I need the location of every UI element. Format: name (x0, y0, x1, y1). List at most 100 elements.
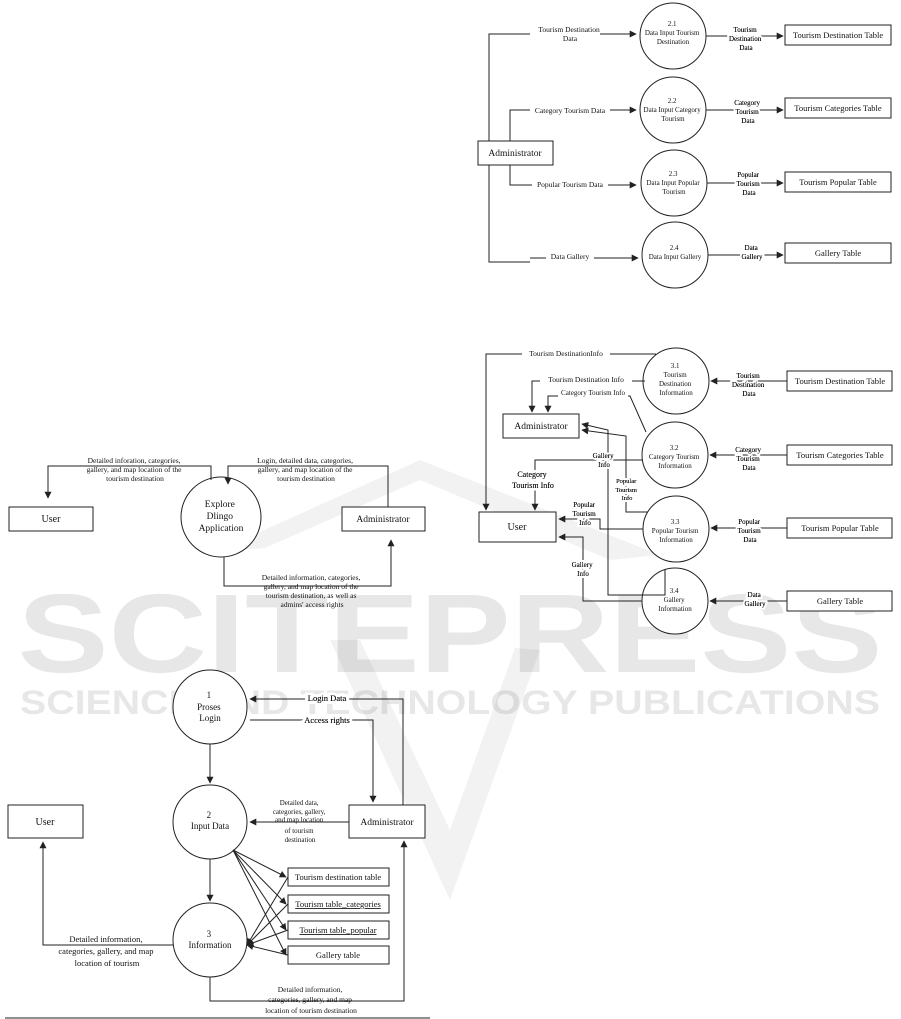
flow-admin-to-process (224, 465, 389, 507)
entity-user-l2b (478, 511, 557, 543)
flow-to-user-label: Detailed inforation, categories, gallery… (87, 456, 184, 483)
flow-popular-admin-label: Popular Tourism Info (615, 478, 638, 502)
process-explore-label: Explore Dlingo Application (199, 500, 244, 534)
output-flow-1-text: Tourism Destination Data (729, 26, 763, 52)
process-2-3-label: 2.3 Data Input Popular Tourism (646, 170, 701, 196)
flow-p3-to-admin (209, 840, 408, 1002)
process-2-2-label: 2.2 Data Input Category Tourism (644, 97, 703, 123)
admin-trunk-top (488, 33, 530, 141)
flow-gallery-admin-text: Gallery Info (593, 452, 616, 469)
store-3-1-flow-text: Tourism Destination Data (732, 372, 766, 398)
process-1-label: 1 Proses Login (197, 690, 223, 723)
flow-p2-to-store-2 (232, 849, 287, 905)
flow-3-3-to-user-label: Popular Tourism Info (573, 501, 598, 527)
entity-user-label: User (42, 514, 62, 525)
flow-3-3-to-user (558, 515, 643, 530)
entity-administrator (341, 506, 426, 532)
store-2-3-label: Tourism Popular Table (799, 177, 877, 187)
store-3-3-label: Tourism Popular Table (801, 523, 879, 533)
entity-administrator-l1-label: Administrator (360, 818, 414, 828)
flow-3-3-to-admin (581, 427, 648, 513)
flow-access-rights (250, 719, 377, 803)
store-2-1 (784, 24, 892, 46)
store-gallery-label: Gallery table (316, 950, 360, 960)
flow-store-4-to-p3 (246, 943, 289, 956)
entity-user-l1 (7, 804, 84, 839)
flow-login-data-label: Login Data (308, 693, 347, 703)
flow-access-rights-text: Access rights (304, 715, 350, 725)
flow-3-1-to-admin-mask (540, 374, 632, 384)
flow-3-2-to-admin-label: Category Tourism Info (561, 389, 625, 397)
flow-3-1-to-user-mask (522, 348, 610, 358)
flow-store-3-to-p3 (246, 929, 289, 947)
flow-store-1-to-p3 (246, 876, 289, 946)
flow-p2-to-store-4 (232, 849, 287, 956)
store-2-2 (784, 97, 892, 119)
store-2-1-label: Tourism Destination Table (793, 30, 883, 40)
process-3-3-label: 3.3 Popular Tourism Information (652, 518, 700, 544)
process-3-2-label: 3.2 Category Tourism Information (649, 444, 701, 470)
input-flow-4-label: Data Gallery (551, 252, 590, 261)
input-flow-3-label: Popular Tourism Data (537, 180, 604, 189)
process-explore-dlingo (180, 476, 262, 558)
flow-p2-to-store-1 (232, 849, 287, 878)
input-flow-3-mask (532, 180, 608, 190)
flow-3-2-to-user-text: Category Tourism Info (512, 470, 554, 490)
output-flow-3-label: Popular Tourism Data (737, 171, 762, 197)
process-3-2 (641, 421, 709, 489)
watermark: SCITEPRESS SCIENCE AND TECHNOLOGY PUBLIC… (18, 460, 883, 900)
store-2-2-label: Tourism Categories Table (794, 103, 882, 113)
entity-administrator-l2a (477, 140, 554, 166)
input-flow-2-mask (530, 105, 610, 115)
process-3-label: 3 Information (189, 929, 232, 950)
flow-process-to-user (44, 465, 212, 499)
flow-from-admin-label: Login, detailed data, categories, galler… (257, 456, 355, 483)
watermark-tagline: SCIENCE AND TECHNOLOGY PUBLICATIONS (20, 684, 880, 722)
flow-3-4-to-user-label: Gallery Info (572, 561, 595, 578)
output-flow-3-text: Popular Tourism Data (737, 171, 762, 197)
flow-3-4-to-user (558, 533, 642, 602)
flow-3-1-to-admin-label: Tourism Destination Info (548, 375, 624, 384)
output-flow-2-label: Category Tourism Data (734, 99, 761, 125)
flow-popular-admin-text: Popular Tourism Info (615, 478, 638, 502)
process-3-1-label: 3.1 Tourism Destination Information (659, 362, 693, 397)
store-3-4-label: Gallery Table (817, 596, 863, 606)
entity-administrator-l2b-label: Administrator (514, 422, 568, 432)
flow-3-1-to-user-label: Tourism DestinationInfo (529, 349, 603, 358)
output-flow-4-label: Data Gallery (742, 244, 763, 261)
input-flow-4-mask (546, 252, 594, 262)
entity-user-l1-label: User (36, 817, 56, 828)
store-2-4 (784, 242, 892, 264)
entity-user (8, 506, 94, 532)
level1-diagram: 1 Proses Login 2 Input Data 3 Informatio… (5, 669, 430, 1019)
store-tourism-popular-label: Tourism table_popular (299, 925, 376, 935)
process-2-1-label: 2.1 Data Input Tourism Destination (645, 20, 701, 46)
context-diagram: Explore Dlingo Application User Administ… (8, 456, 426, 609)
process-3-4-label: 3.4 Gallery Information (658, 587, 692, 613)
flow-gallery-admin-label: Gallery Info (593, 452, 616, 469)
level2-info-diagram: Administrator User 3.1 Tourism Destinati… (478, 347, 893, 635)
flow-p3-to-user (39, 841, 173, 946)
watermark-brand: SCITEPRESS (18, 571, 883, 696)
store-3-2-flow-label: Category Tourism Data (735, 446, 762, 472)
flow-store-2-to-p3 (246, 903, 289, 946)
entity-administrator-l2b (502, 413, 580, 439)
admin-branch-3 (509, 165, 525, 186)
watermark-chevron-icon (215, 460, 660, 900)
store-3-3-flow-label: Popular Tourism Data (738, 518, 763, 544)
flow-3-2-to-admin-mask (558, 388, 628, 397)
store-2-4-label: Gallery Table (815, 248, 861, 258)
output-flow-4-text: Data Gallery (742, 244, 763, 261)
flow-p2-to-store-3 (232, 849, 287, 931)
flow-p3-to-admin-label: Detailed information, categories, galler… (265, 985, 357, 1015)
process-2-4-label: 2.4 Data Input Gallery (649, 244, 702, 261)
level2-input-diagram: Administrator Tourism Destination Data 2… (477, 2, 892, 289)
flow-3-2-to-user (531, 459, 643, 511)
admin-trunk-bottom (488, 165, 530, 263)
store-tourism-categories-label: Tourism table_categories (295, 899, 381, 909)
store-3-2-flow-text: Category Tourism Data (735, 446, 762, 472)
entity-administrator-label: Administrator (356, 515, 410, 525)
store-3-1-flow-label: Tourism Destination Data (732, 372, 766, 398)
store-2-3 (784, 171, 892, 193)
